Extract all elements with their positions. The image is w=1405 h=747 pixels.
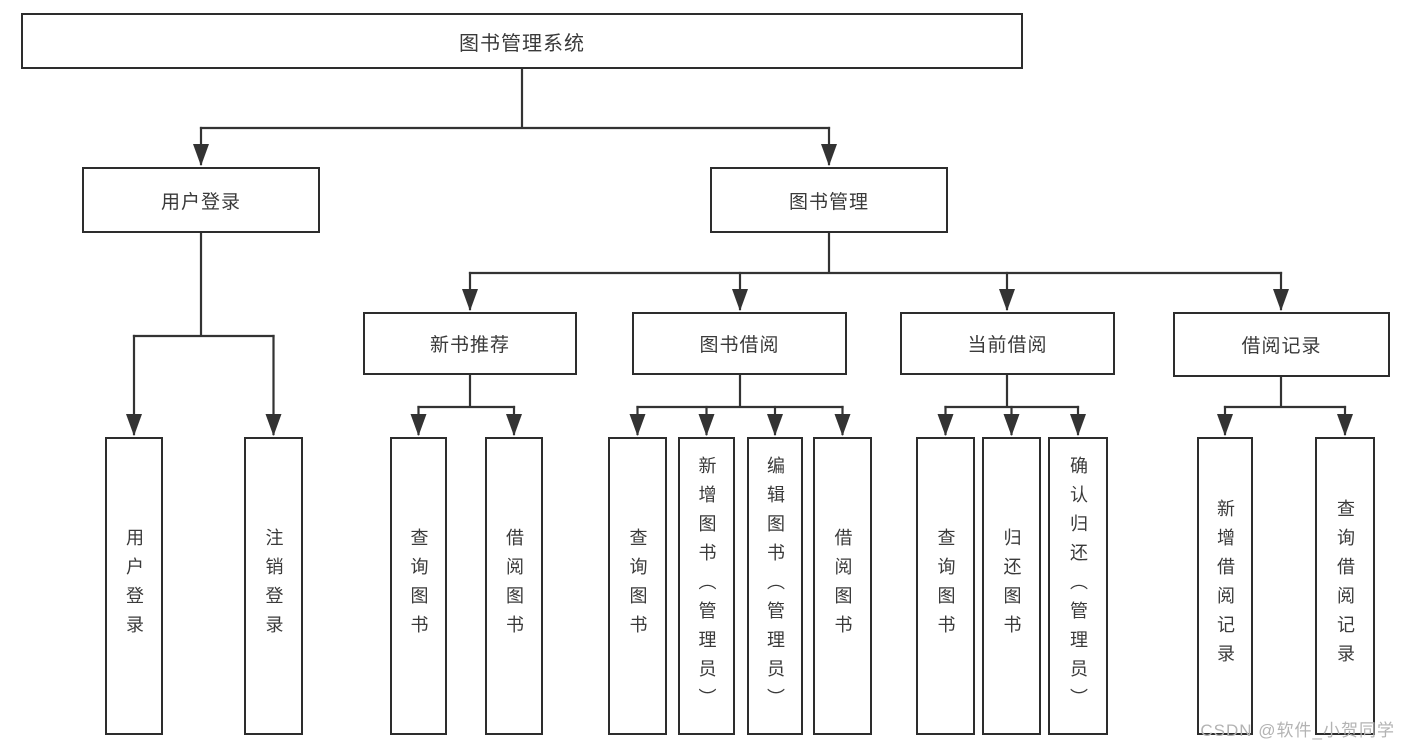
leaf-add-borrow-record: 新增借阅记录	[1197, 437, 1253, 735]
leaf-query-books-1: 查询图书	[390, 437, 447, 735]
leaf-return-book: 归还图书	[982, 437, 1041, 735]
node-label: 图书管理系统	[459, 32, 585, 55]
node-label: 注销登录	[263, 528, 284, 644]
leaf-edit-book-admin: 编辑图书（管理员）	[747, 437, 803, 735]
leaf-query-books-3: 查询图书	[916, 437, 975, 735]
node-borrow-records: 借阅记录	[1173, 312, 1390, 377]
branch-borrow-records	[1217, 375, 1353, 436]
csdn-watermark: CSDN @软件_小贺同学	[1200, 721, 1395, 740]
leaf-query-borrow-record: 查询借阅记录	[1315, 437, 1375, 735]
leaf-add-book-admin: 新增图书（管理员）	[678, 437, 735, 735]
node-label: 编辑图书（管理员）	[765, 455, 785, 717]
node-label: 借阅图书	[504, 528, 524, 644]
branch-book-management	[462, 231, 1289, 311]
node-label: 图书管理	[788, 191, 869, 213]
node-label: 查询图书	[627, 528, 648, 644]
leaf-borrow-books-2: 借阅图书	[813, 437, 872, 735]
leaf-query-books-2: 查询图书	[608, 437, 667, 735]
node-label: 查询图书	[935, 528, 956, 644]
node-label: 当前借阅	[967, 335, 1048, 356]
node-label: 查询图书	[408, 528, 429, 644]
node-label: 用户登录	[160, 191, 241, 213]
node-label: 确认归还（管理员）	[1068, 455, 1088, 717]
node-system-root: 图书管理系统	[21, 13, 1023, 69]
node-label: 归还图书	[1001, 528, 1022, 644]
node-label: 借阅记录	[1241, 336, 1322, 357]
node-book-borrow: 图书借阅	[632, 312, 847, 375]
node-user-login: 用户登录	[82, 167, 320, 233]
leaf-borrow-books-1: 借阅图书	[485, 437, 543, 735]
leaf-logout: 注销登录	[244, 437, 303, 735]
branch-current-borrow	[937, 373, 1086, 436]
node-label: 新增借阅记录	[1215, 499, 1235, 673]
node-new-book-recommend: 新书推荐	[363, 312, 577, 375]
node-label: 新书推荐	[429, 335, 510, 356]
branch-book-borrow	[629, 373, 851, 436]
branch-root	[193, 67, 837, 166]
node-current-borrow: 当前借阅	[900, 312, 1115, 375]
node-book-management: 图书管理	[710, 167, 948, 233]
node-label: 用户登录	[124, 528, 144, 644]
branch-new-book-recommend	[410, 373, 522, 436]
node-label: 图书借阅	[699, 335, 780, 356]
node-label: 查询借阅记录	[1335, 499, 1355, 673]
node-label: 新增图书（管理员）	[696, 455, 717, 717]
node-label: 借阅图书	[832, 528, 853, 644]
branch-user-login	[126, 231, 282, 436]
leaf-user-login: 用户登录	[105, 437, 163, 735]
leaf-confirm-return-admin: 确认归还（管理员）	[1048, 437, 1108, 735]
